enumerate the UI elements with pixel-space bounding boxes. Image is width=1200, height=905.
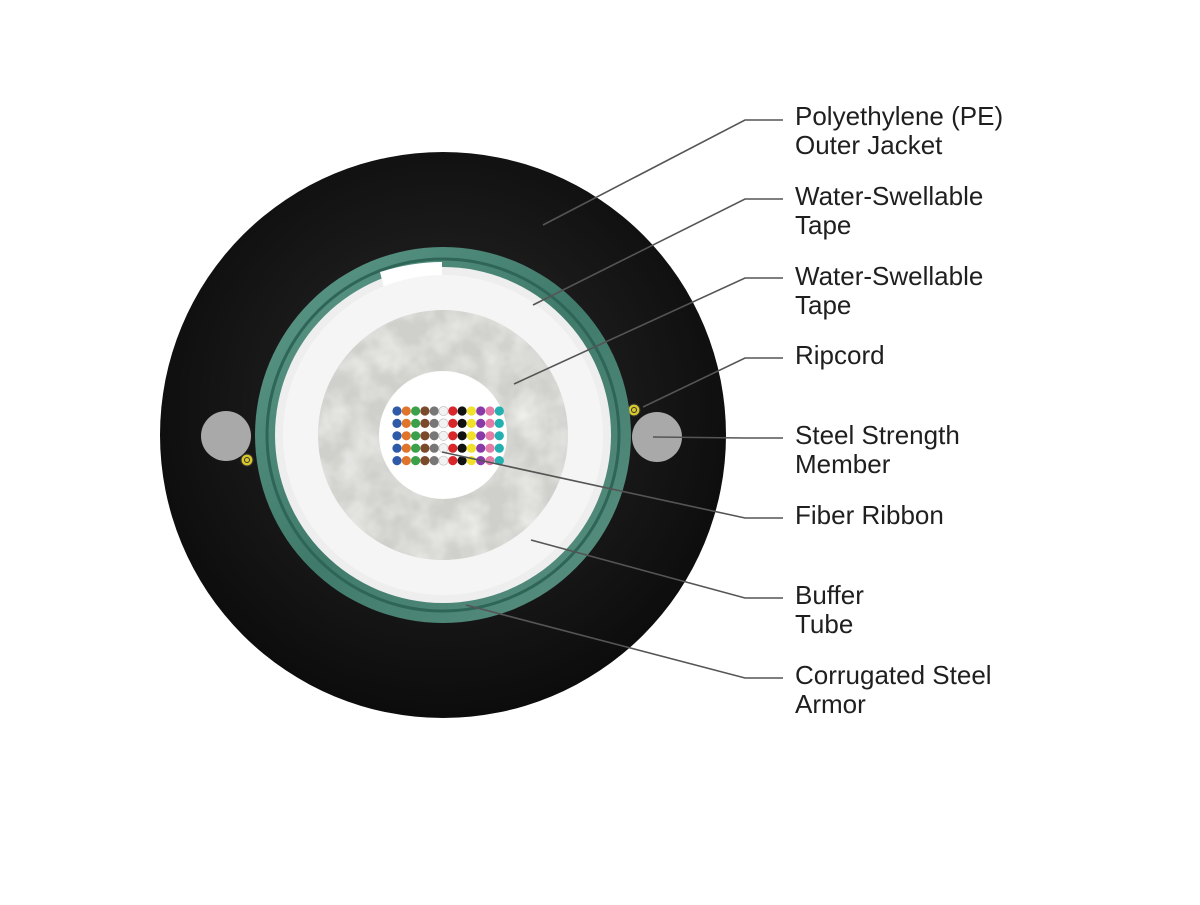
- leader-line-6: [530, 539, 783, 599]
- fiber-dot: [485, 418, 495, 428]
- fiber-dot: [466, 418, 476, 428]
- armor-inner-edge: [265, 257, 621, 613]
- fiber-dot: [429, 431, 439, 441]
- label-line: Buffer: [795, 580, 864, 610]
- fiber-dot: [411, 418, 421, 428]
- fiber-dot: [411, 406, 421, 416]
- fiber-dot: [392, 406, 402, 416]
- fiber-dot: [392, 456, 402, 466]
- fiber-dot: [457, 406, 467, 416]
- fiber-dot: [466, 431, 476, 441]
- label-corrugated-steel-armor: Corrugated Steel Armor: [795, 661, 992, 719]
- label-line: Polyethylene (PE): [795, 101, 1004, 131]
- label-line: Armor: [795, 689, 866, 719]
- fiber-dot: [438, 455, 449, 466]
- ripcord-core-0: [244, 457, 250, 463]
- label-line: Tape: [795, 290, 852, 320]
- fiber-dot: [411, 456, 421, 466]
- label-pe-outer-jacket: Polyethylene (PE) Outer Jacket: [795, 102, 1003, 160]
- label-line: Outer Jacket: [795, 130, 943, 160]
- label-line: Water-Swellable: [795, 261, 984, 291]
- label-steel-strength-member: Steel Strength Member: [795, 421, 960, 479]
- label-fiber-ribbon: Fiber Ribbon: [795, 501, 944, 530]
- fiber-dot: [420, 406, 430, 416]
- fiber-dot: [401, 456, 411, 466]
- leader-line-0: [542, 119, 783, 226]
- fiber-dot: [392, 443, 402, 453]
- fiber-dot: [438, 430, 449, 441]
- leader-line-3: [642, 357, 783, 408]
- fiber-dot: [448, 431, 458, 441]
- fiber-dot: [411, 431, 421, 441]
- label-water-swellable-tape-outer: Water-Swellable Tape: [795, 182, 983, 240]
- fiber-dot: [392, 431, 402, 441]
- fiber-dot: [485, 443, 495, 453]
- fiber-dot: [420, 431, 430, 441]
- fiber-dot: [429, 418, 439, 428]
- ripcord-core-1: [631, 407, 637, 413]
- fiber-dot: [401, 431, 411, 441]
- fiber-dot: [476, 418, 486, 428]
- fiber-dot: [448, 406, 458, 416]
- fiber-dot: [411, 443, 421, 453]
- fiber-dot: [429, 406, 439, 416]
- label-ripcord: Ripcord: [795, 341, 885, 370]
- fiber-dot: [401, 443, 411, 453]
- label-buffer-tube: Buffer Tube: [795, 581, 864, 639]
- fiber-dot: [420, 443, 430, 453]
- leader-line-4: [652, 436, 783, 439]
- fiber-dot: [429, 443, 439, 453]
- fiber-dot: [438, 406, 449, 416]
- fiber-dot: [494, 431, 504, 441]
- label-line: Steel Strength: [795, 420, 960, 450]
- fiber-dot: [448, 443, 458, 453]
- label-water-swellable-tape-inner: Water-Swellable Tape: [795, 262, 983, 320]
- ripcord-0: [240, 453, 254, 467]
- leader-line-2: [513, 277, 783, 385]
- label-line: Ripcord: [795, 340, 885, 370]
- fiber-dot: [392, 418, 402, 428]
- label-line: Member: [795, 449, 891, 479]
- fiber-dot: [448, 456, 458, 466]
- steel-strength-member-left: [201, 411, 251, 461]
- fiber-dot: [494, 406, 504, 416]
- fiber-dot: [457, 431, 467, 441]
- tape-overlap: [380, 262, 442, 288]
- leader-line-7: [465, 604, 783, 679]
- leader-line-1: [532, 198, 783, 306]
- fiber-dot: [494, 456, 504, 466]
- label-line: Water-Swellable: [795, 181, 984, 211]
- fiber-dot: [466, 406, 476, 416]
- fiber-dot: [401, 406, 411, 416]
- fiber-dot: [438, 443, 449, 454]
- fiber-dot: [494, 418, 504, 428]
- fiber-dot: [476, 431, 486, 441]
- fiber-dot: [494, 443, 504, 453]
- fiber-dot: [429, 456, 439, 466]
- fiber-dot: [466, 443, 476, 453]
- fiber-dot: [448, 418, 458, 428]
- label-line: Tube: [795, 609, 854, 639]
- fiber-dot: [476, 443, 486, 453]
- fiber-dot: [485, 431, 495, 441]
- fiber-dot: [420, 456, 430, 466]
- leader-line-5: [441, 451, 783, 519]
- fiber-dot: [476, 406, 486, 416]
- fiber-dot: [438, 418, 449, 429]
- label-line: Tape: [795, 210, 852, 240]
- fiber-dot: [457, 456, 467, 466]
- label-line: Fiber Ribbon: [795, 500, 944, 530]
- fiber-dot: [485, 406, 495, 416]
- fiber-dot: [457, 443, 467, 453]
- fiber-dot: [457, 418, 467, 428]
- fiber-dot: [420, 418, 430, 428]
- fiber-dot: [401, 418, 411, 428]
- label-line: Corrugated Steel: [795, 660, 992, 690]
